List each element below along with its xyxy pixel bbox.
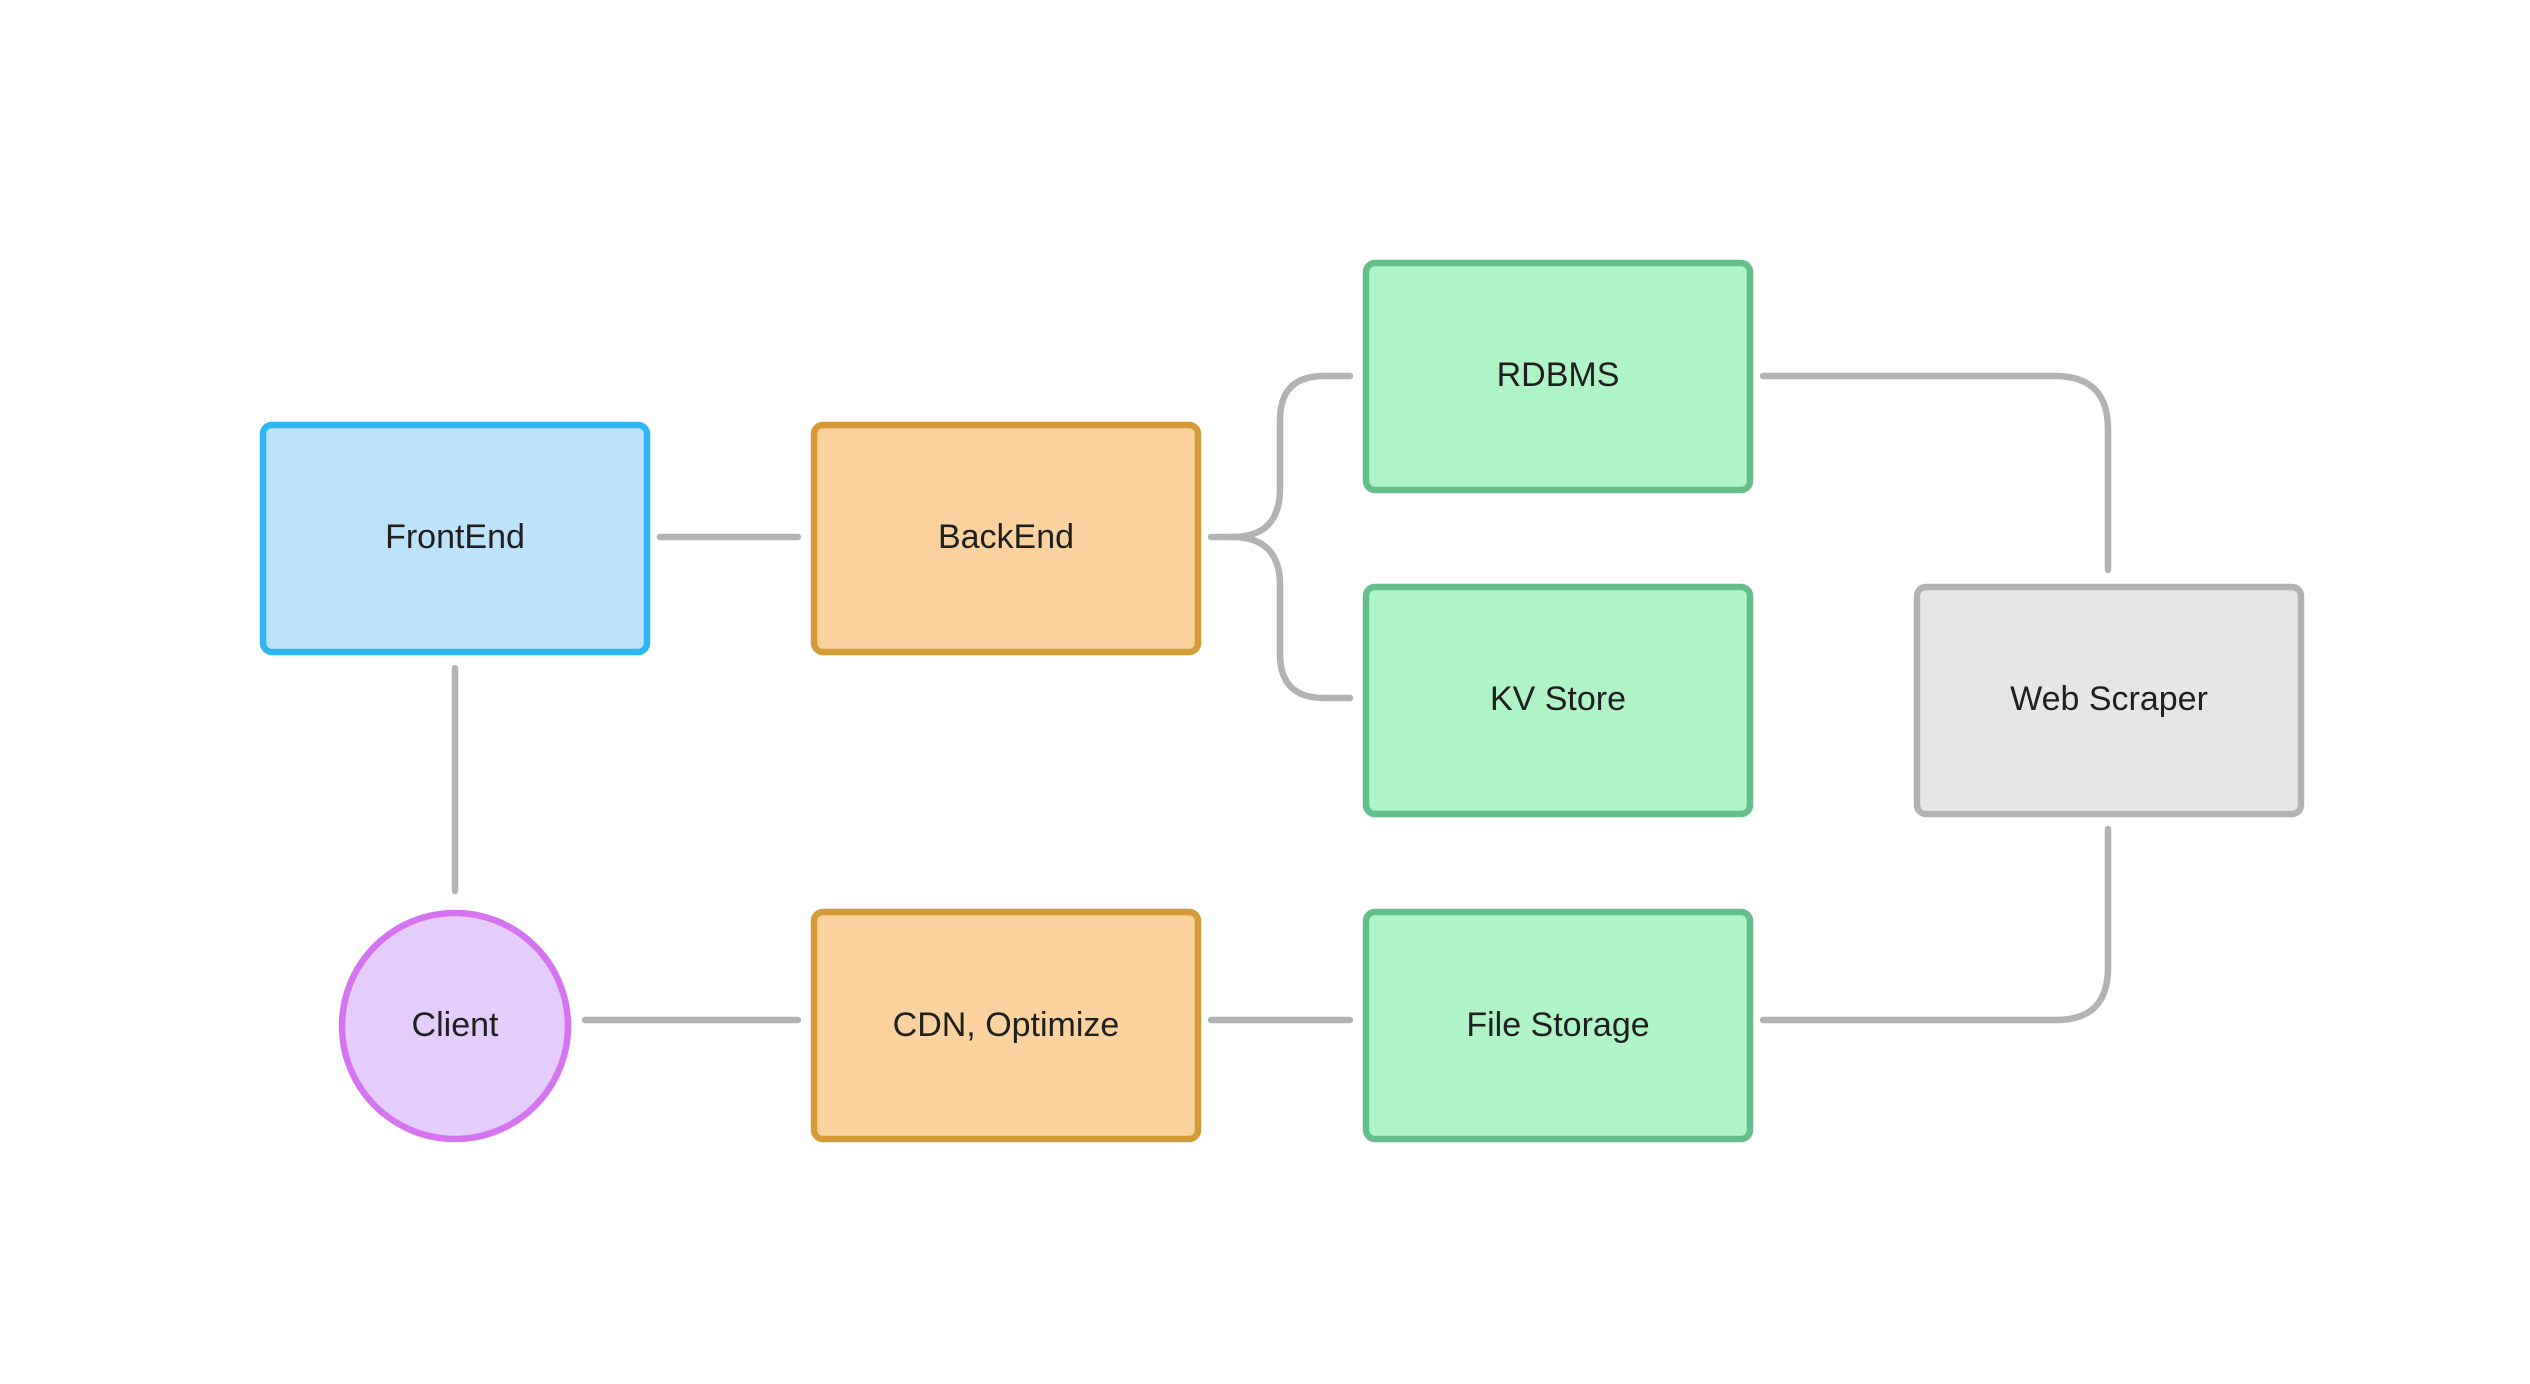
edge-backend-rdbms xyxy=(1207,372,1354,541)
node-kv-store[interactable]: KV Store xyxy=(1362,583,1754,818)
node-file-storage-box xyxy=(1362,908,1754,1143)
node-backend[interactable]: BackEnd xyxy=(810,421,1202,656)
node-rdbms[interactable]: RDBMS xyxy=(1362,259,1754,494)
edge-backend-kv-store xyxy=(1228,533,1354,702)
node-cdn[interactable]: CDN, Optimize xyxy=(810,908,1202,1143)
node-rdbms-label: RDBMS xyxy=(1497,356,1620,394)
edge-web-scraper-file-storage xyxy=(1759,825,2112,1024)
node-web-scraper-box xyxy=(1913,583,2305,818)
node-client[interactable]: Client xyxy=(338,909,572,1143)
connectors xyxy=(451,372,2112,1024)
node-frontend-label: FrontEnd xyxy=(385,518,525,556)
node-client-label: Client xyxy=(412,1006,499,1044)
node-kv-store-box xyxy=(1362,583,1754,818)
node-client-circle xyxy=(338,909,572,1143)
node-frontend-box xyxy=(259,421,651,656)
node-cdn-label: CDN, Optimize xyxy=(893,1006,1120,1044)
node-backend-label: BackEnd xyxy=(938,518,1074,556)
node-file-storage-label: File Storage xyxy=(1466,1006,1649,1044)
node-backend-box xyxy=(810,421,1202,656)
node-rdbms-box xyxy=(1362,259,1754,494)
node-cdn-box xyxy=(810,908,1202,1143)
node-frontend[interactable]: FrontEnd xyxy=(259,421,651,656)
node-web-scraper-label: Web Scraper xyxy=(2010,680,2208,718)
node-file-storage[interactable]: File Storage xyxy=(1362,908,1754,1143)
node-web-scraper[interactable]: Web Scraper xyxy=(1913,583,2305,818)
node-kv-store-label: KV Store xyxy=(1490,680,1626,718)
edge-rdbms-web-scraper xyxy=(1759,372,2112,574)
